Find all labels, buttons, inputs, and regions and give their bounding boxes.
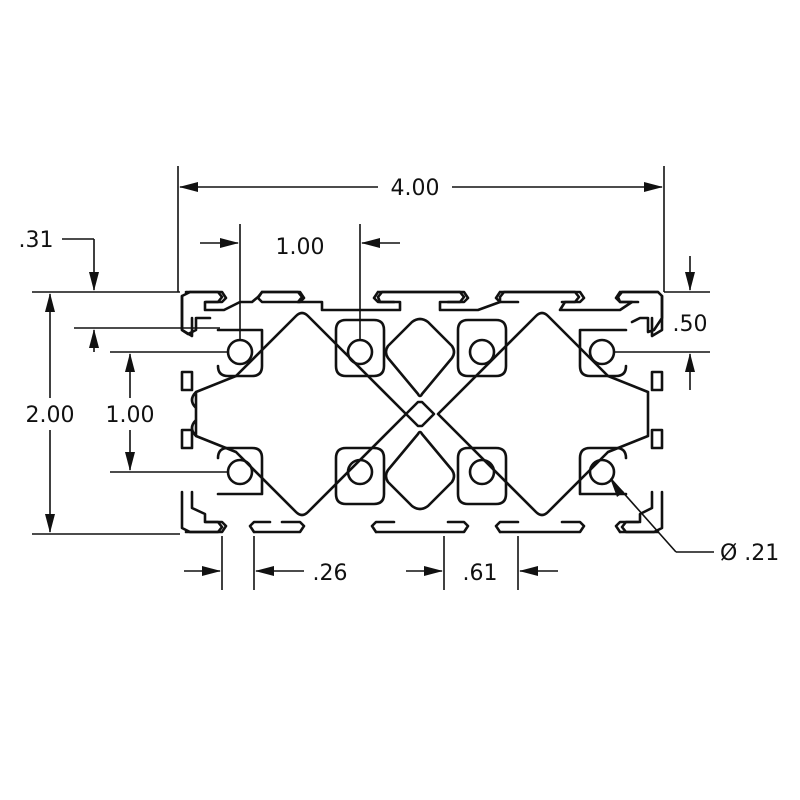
hole-bottom-1 — [226, 458, 254, 486]
profile-left-edge — [180, 294, 224, 534]
profile-outer-contour — [180, 290, 664, 336]
cavity-right-large — [436, 311, 650, 517]
arrow-50-bottom — [685, 353, 695, 372]
label-overall-height: 2.00 — [26, 403, 75, 428]
hole-bottom-4 — [588, 458, 616, 486]
cavity-center-bottom — [384, 430, 456, 511]
arrow-width-left — [179, 182, 198, 192]
label-hole-spacing-vertical: 1.00 — [106, 403, 155, 428]
arrow-hspacing-right — [361, 238, 380, 248]
hole-top-3 — [468, 338, 496, 366]
arrow-vspacing-bottom — [125, 452, 135, 471]
boss-top-3 — [456, 318, 508, 378]
arrow-height-bottom — [45, 514, 55, 533]
boss-top-4 — [578, 328, 628, 378]
boss-bottom-1 — [216, 446, 264, 496]
arrow-61-right — [519, 566, 538, 576]
cavity-left-large — [190, 311, 408, 517]
boss-top-2 — [334, 318, 386, 378]
label-hole-spacing-horizontal: 1.00 — [276, 235, 325, 260]
dimension-labels: 4.00 1.00 .31 2.00 1.00 .50 .26 .61 Ø .2… — [19, 176, 780, 586]
boss-bottom-3 — [456, 446, 508, 506]
hole-bottom-2 — [346, 458, 374, 486]
arrow-50-top — [685, 272, 695, 291]
label-hole-diameter: Ø .21 — [720, 541, 779, 566]
label-hole-offset-right: .50 — [673, 312, 708, 337]
boss-top-1 — [216, 328, 264, 378]
arrow-height-top — [45, 293, 55, 312]
profile-top-edge — [184, 290, 660, 304]
arrow-width-right — [644, 182, 663, 192]
dimension-lines — [32, 166, 714, 590]
label-slot-opening: .26 — [313, 561, 348, 586]
arrow-hspacing-left — [220, 238, 239, 248]
boss-bottom-4 — [578, 446, 628, 496]
cavity-center-top — [384, 317, 456, 398]
label-slot-offset-top: .31 — [19, 228, 54, 253]
hole-bottom-3 — [468, 458, 496, 486]
arrow-26-right — [255, 566, 274, 576]
center-web — [404, 400, 436, 428]
label-overall-width: 4.00 — [391, 176, 440, 201]
arrow-vspacing-top — [125, 353, 135, 372]
extrusion-profile — [180, 290, 664, 534]
boss-bottom-2 — [334, 446, 386, 506]
arrow-31-bottom — [89, 329, 99, 348]
arrow-31-top — [89, 272, 99, 291]
hole-top-1 — [226, 338, 254, 366]
label-slot-width: .61 — [463, 561, 498, 586]
arrow-61-left — [424, 566, 443, 576]
profile-right-edge — [620, 294, 664, 534]
profile-bottom-edge — [184, 520, 660, 534]
arrow-diameter — [610, 478, 624, 497]
arrow-26-left — [202, 566, 221, 576]
hole-top-4 — [588, 338, 616, 366]
hole-top-2 — [346, 338, 374, 366]
